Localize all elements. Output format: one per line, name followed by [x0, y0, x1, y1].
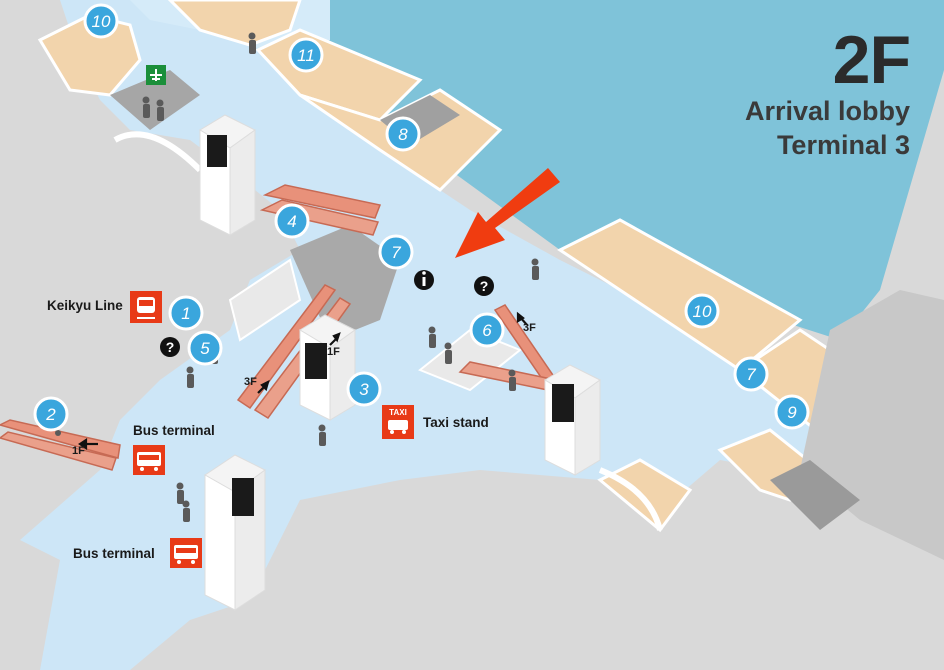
gray-building-dark	[770, 460, 860, 530]
location-marker-number: 3	[359, 380, 369, 399]
person-icons	[55, 32, 539, 522]
location-marker-number: 5	[200, 339, 210, 358]
bus-terminal-label-bottom: Bus terminal	[73, 546, 155, 561]
escalator-label-right-3f: 3F	[523, 322, 536, 334]
location-marker-number: 7	[391, 243, 401, 262]
escalator-label-center-3f: 3F	[244, 376, 257, 388]
location-marker-1[interactable]: 1	[168, 295, 204, 331]
location-marker-5[interactable]: 5	[187, 330, 223, 366]
taxi-sign: TAXI	[389, 408, 407, 417]
apron-area	[320, 0, 944, 340]
location-marker-number: 8	[398, 125, 408, 144]
location-marker-number: 10	[693, 302, 712, 321]
location-marker-number: 4	[287, 212, 296, 231]
area-title: Arrival lobby	[744, 96, 910, 126]
location-marker-7[interactable]: 7	[378, 234, 414, 270]
location-marker-number: 11	[297, 46, 315, 65]
location-marker-11[interactable]: 11	[288, 37, 324, 73]
bus-terminal-label-top: Bus terminal	[133, 423, 215, 438]
location-marker-9[interactable]: 9	[774, 394, 810, 430]
location-marker-2[interactable]: 2	[33, 396, 69, 432]
floor-title: 2F	[832, 22, 911, 98]
shop-block-curve	[597, 458, 693, 533]
taxi-stand-label: Taxi stand	[423, 415, 489, 430]
elevator-tower-right	[544, 364, 601, 476]
location-marker-4[interactable]: 4	[274, 203, 310, 239]
location-marker-number: 10	[92, 12, 111, 31]
location-marker-number: 6	[482, 321, 492, 340]
escalator-label-left-1f: 1F	[72, 445, 85, 457]
location-marker-8[interactable]: 8	[385, 116, 421, 152]
location-marker-3[interactable]: 3	[346, 371, 382, 407]
elevator-tower-top	[199, 114, 256, 236]
train-icon	[130, 291, 162, 323]
svg-text:?: ?	[480, 278, 489, 294]
bus-icon	[170, 538, 202, 568]
location-marker-6[interactable]: 6	[469, 312, 505, 348]
location-marker-number: 2	[45, 405, 56, 424]
elevator-tower-bottom	[204, 454, 266, 611]
airplane-icon	[146, 65, 166, 85]
shop-block-10-right	[557, 218, 803, 372]
shop-block-top-center	[167, 0, 302, 47]
escalator-arrows	[78, 311, 528, 451]
question-icon: ?	[474, 276, 494, 296]
location-marker-number: 1	[181, 304, 190, 323]
direction-arrow	[455, 168, 560, 258]
building-title: Terminal 3	[776, 130, 910, 160]
location-markers: 10 11 8 4 7 15 6 3 2 10 7 9	[33, 3, 810, 432]
svg-text:?: ?	[166, 339, 175, 355]
question-icon: ?	[160, 337, 180, 357]
location-marker-10[interactable]: 10	[83, 3, 119, 39]
escalator-left	[0, 419, 121, 471]
location-marker-number: 9	[787, 403, 797, 422]
gray-room-left-top	[110, 70, 200, 130]
elevator-tower-center	[299, 314, 356, 421]
escalator-label-center-1f: 1F	[327, 346, 340, 358]
keikyu-line-label: Keikyu Line	[47, 298, 123, 313]
location-marker-number: 7	[746, 365, 756, 384]
info-icon	[414, 270, 434, 290]
taxi-icon: TAXI	[382, 405, 414, 439]
bus-icon	[133, 445, 165, 475]
location-marker-10[interactable]: 10	[684, 293, 720, 329]
location-marker-7[interactable]: 7	[733, 356, 769, 392]
